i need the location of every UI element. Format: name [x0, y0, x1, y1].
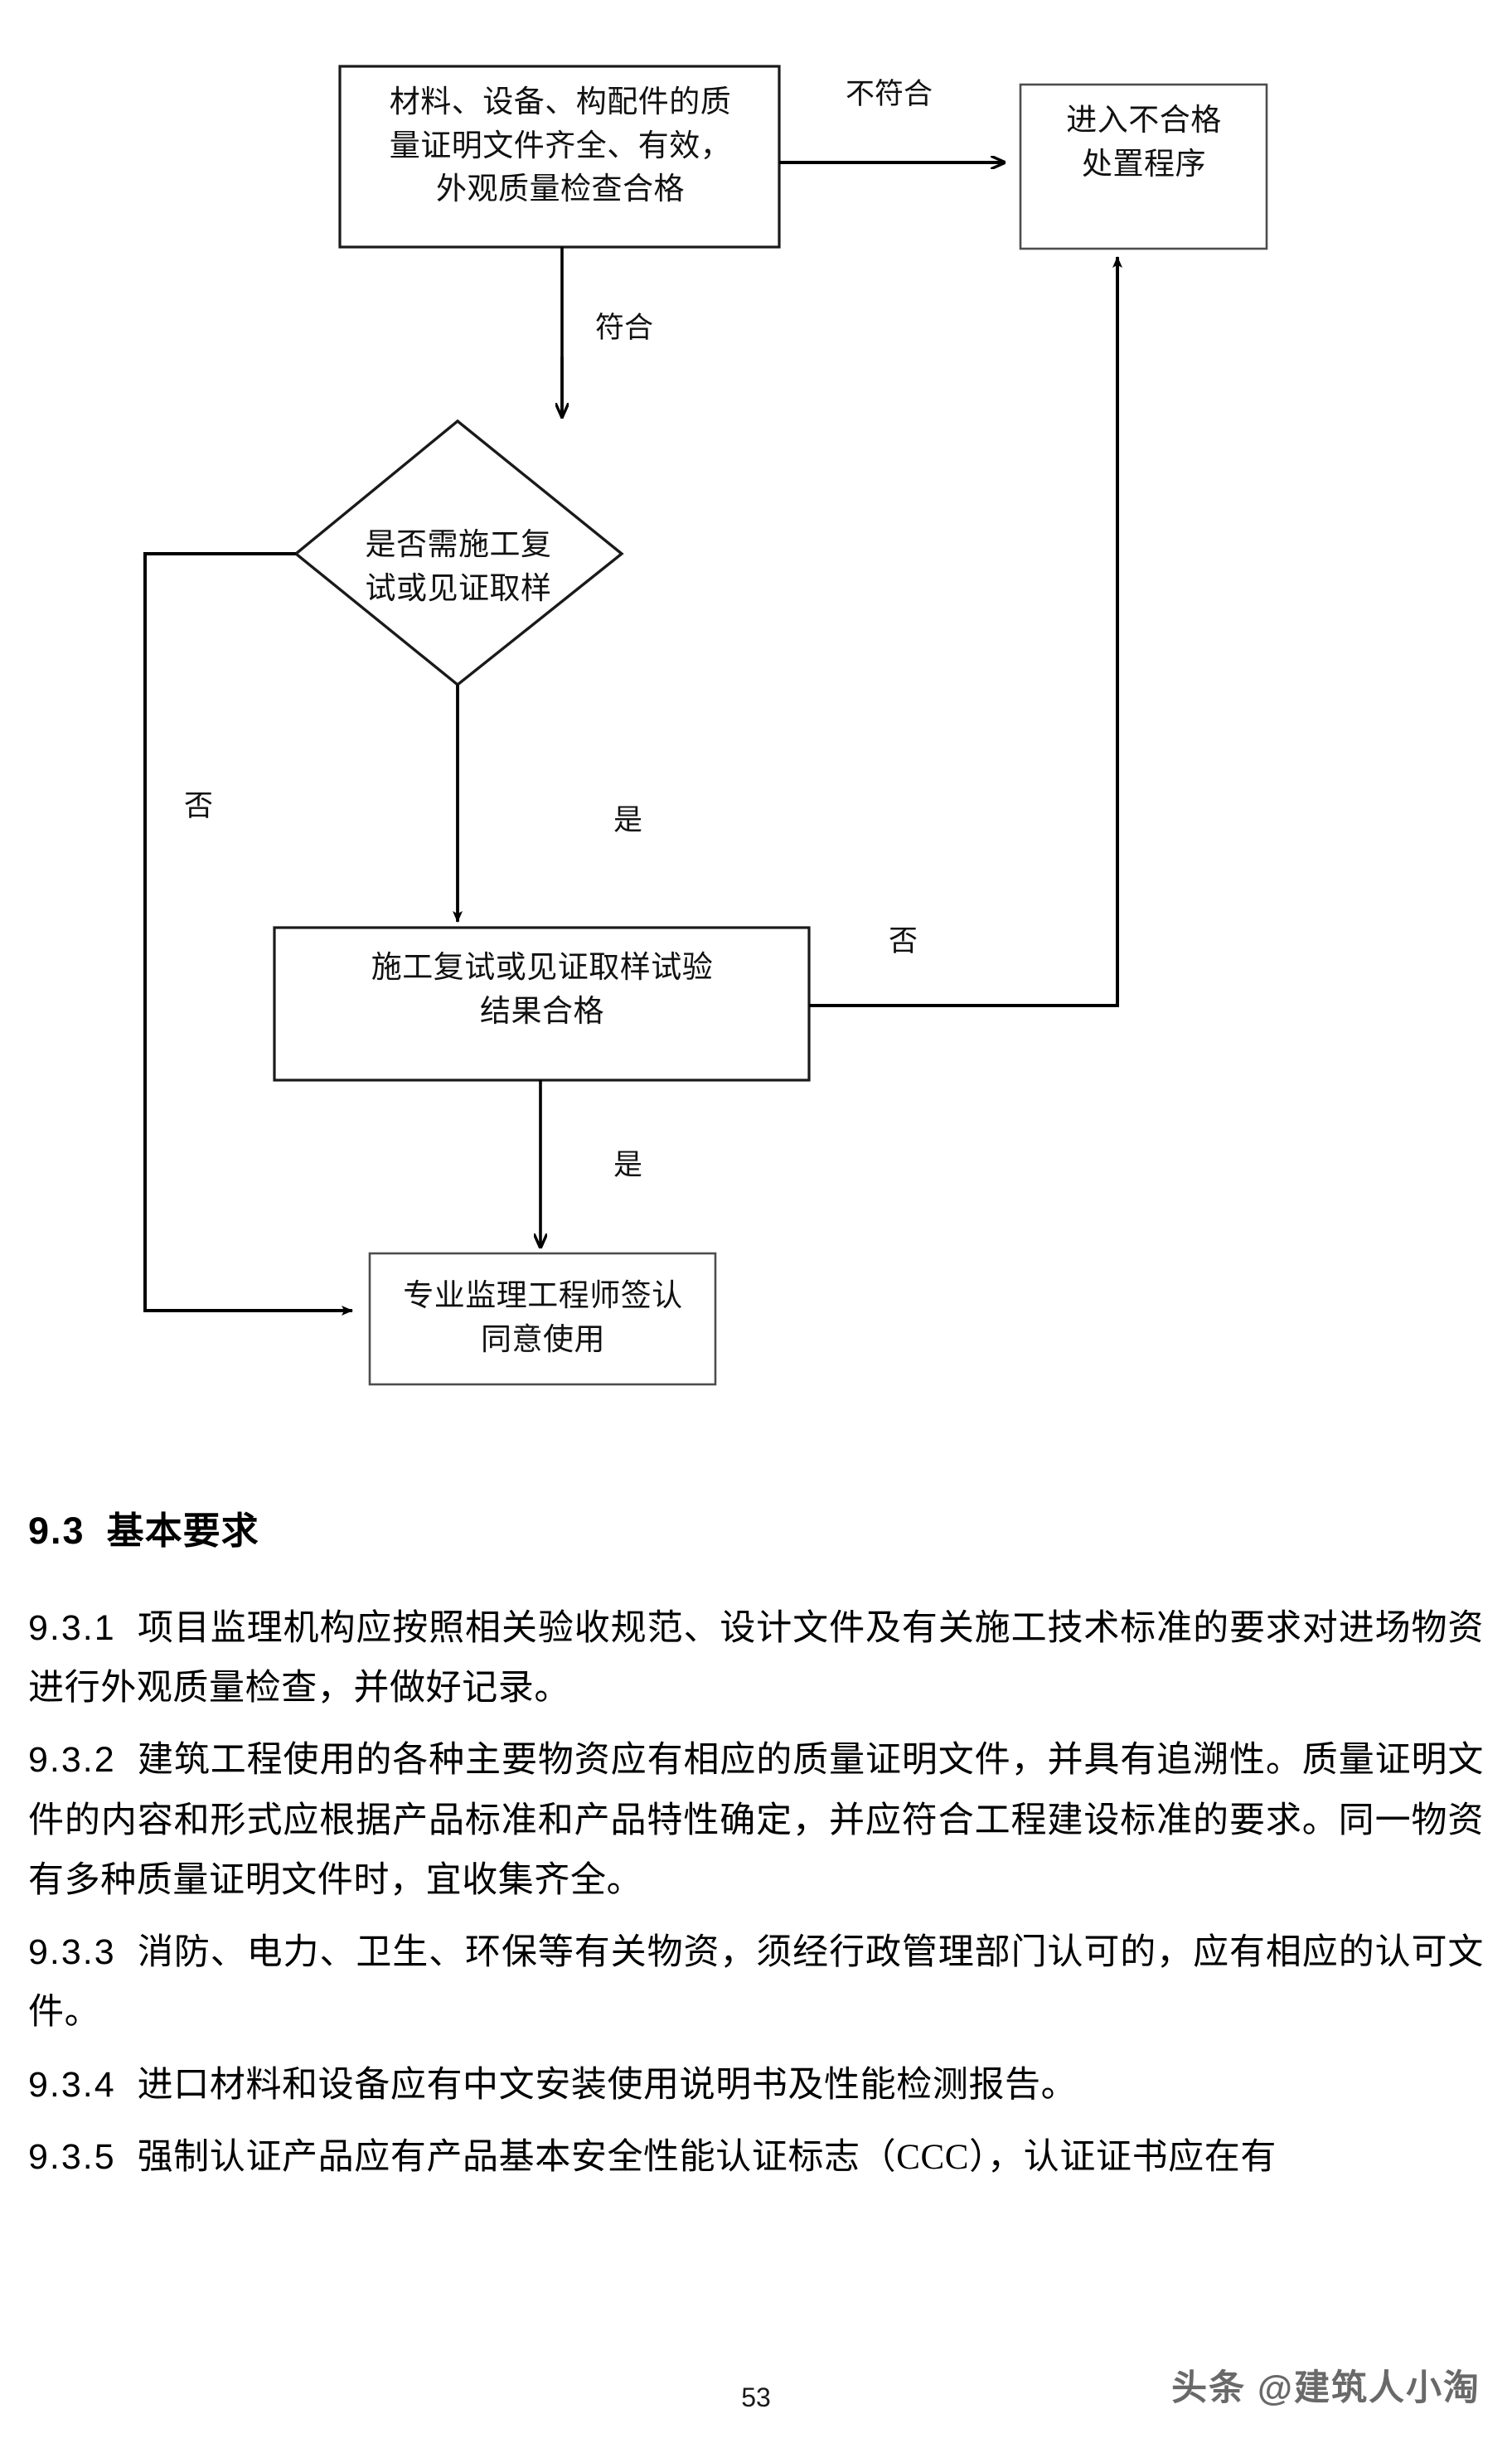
section-heading-title: 基本要求 — [106, 1510, 259, 1552]
edge-retest-no-to-nonconforming — [809, 256, 1122, 1007]
paragraph-9-3-5: 9.3.5 强制认证产品应有产品基本安全性能认证标志（CCC），认证证书应在有 — [28, 2127, 1484, 2188]
paragraph-number: 9.3.4 — [28, 2064, 116, 2105]
section-heading: 9.3 基本要求 — [28, 1509, 1512, 1553]
edge-label-conform: 符合 — [595, 312, 654, 344]
edge-label-decision-yes: 是 — [613, 804, 643, 836]
node-check-box — [338, 65, 781, 249]
watermark-label: 头条 @建筑人小淘 — [1171, 2368, 1480, 2408]
paragraph-text: 项目监理机构应按照相关验收规范、设计文件及有关施工技术标准的要求对进场物资进行外… — [28, 1609, 1484, 1709]
edge-label-decision-no: 否 — [184, 790, 214, 822]
node-approve-box — [368, 1252, 717, 1386]
edge-decision-no-to-approve — [143, 552, 353, 1316]
paragraph-text: 建筑工程使用的各种主要物资应有相应的质量证明文件，并具有追溯性。质量证明文件的内… — [28, 1741, 1484, 1900]
paragraph-text: 强制认证产品应有产品基本安全性能认证标志（CCC），认证证书应在有 — [137, 2137, 1277, 2177]
page-number: 53 — [741, 2382, 771, 2412]
process-flowchart: 材料、设备、构配件的质 量证明文件齐全、有效， 外观质量检查合格 进入不合格 处… — [143, 65, 1268, 1386]
edge-label-not-conform: 不符合 — [846, 78, 933, 110]
node-check-label: 材料、设备、构配件的质 量证明文件齐全、有效， 外观质量检查合格 — [389, 85, 732, 207]
edge-label-retest-yes: 是 — [613, 1149, 643, 1181]
paragraph-number: 9.3.3 — [28, 1932, 116, 1973]
section-heading-number: 9.3 — [28, 1510, 85, 1552]
paragraph-number: 9.3.2 — [28, 1740, 116, 1781]
paragraph-number: 9.3.5 — [28, 2136, 116, 2177]
edge-label-retest-no: 否 — [889, 925, 918, 957]
node-retest-box — [273, 926, 811, 1082]
paragraph-text: 进口材料和设备应有中文安装使用说明书及性能检测报告。 — [137, 2065, 1078, 2105]
paragraph-text: 消防、电力、卫生、环保等有关物资，须经行政管理部门认可的，应有相应的认可文件。 — [28, 1933, 1484, 2033]
paragraph-number: 9.3.1 — [28, 1608, 116, 1648]
node-nonconforming-box — [1019, 83, 1268, 250]
flowchart-canvas — [143, 65, 1268, 1386]
node-nonconforming-label: 进入不合格 处置程序 — [1066, 104, 1222, 182]
node-retest-label: 施工复试或见证取样试验 结果合格 — [371, 951, 714, 1029]
node-decision-label: 是否需施工复 试或见证取样 — [365, 528, 552, 606]
paragraph-9-3-4: 9.3.4 进口材料和设备应有中文安装使用说明书及性能检测报告。 — [28, 2055, 1484, 2116]
node-approve-label: 专业监理工程师签认 同意使用 — [403, 1279, 683, 1357]
